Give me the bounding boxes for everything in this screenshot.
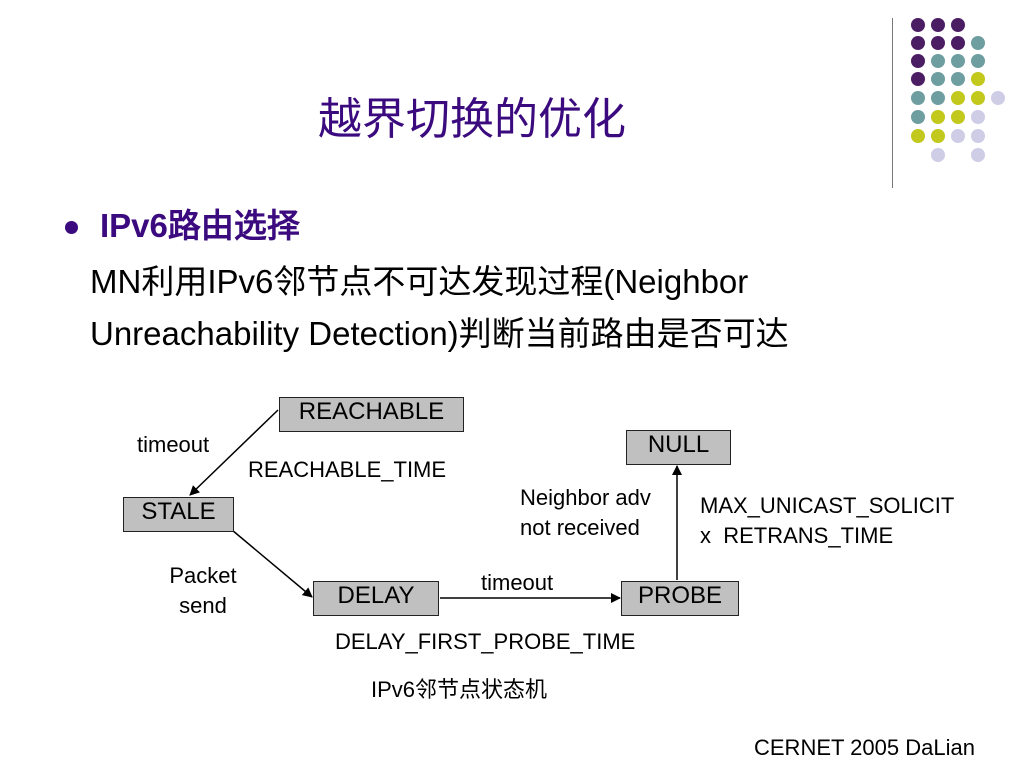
slide-title: 越界切换的优化	[318, 94, 626, 145]
decorative-dot	[931, 129, 945, 143]
decorative-dot	[931, 18, 945, 32]
decorative-dot	[971, 129, 985, 143]
diagram-caption: IPv6邻节点状态机	[371, 677, 548, 702]
state-stale: STALE	[123, 497, 234, 532]
state-null: NULL	[626, 430, 731, 465]
label-not-received: not received	[520, 515, 640, 540]
decorative-dot	[951, 129, 965, 143]
arrow-reachable-to-stale	[189, 409, 279, 496]
label-packet: Packet	[169, 563, 237, 588]
label-timeout-reachable: timeout	[137, 432, 210, 457]
decorative-dot	[971, 72, 985, 86]
decorative-dot	[951, 110, 965, 124]
decorative-dot	[911, 36, 925, 50]
body-line-2: Unreachability Detection)判断当前路由是否可达	[90, 315, 789, 352]
decorative-dot	[971, 54, 985, 68]
arrow-stale-to-delay	[231, 529, 313, 598]
decorative-dot	[911, 72, 925, 86]
decorative-dot	[971, 91, 985, 105]
decorative-dot	[931, 110, 945, 124]
decorative-dot	[931, 36, 945, 50]
footer-text: CERNET 2005 DaLian	[754, 735, 975, 760]
decorative-dot	[951, 36, 965, 50]
label-reachable-time: REACHABLE_TIME	[248, 457, 447, 482]
decorative-dot	[991, 91, 1005, 105]
decorative-dot	[951, 18, 965, 32]
decorative-dot	[911, 91, 925, 105]
label-timeout-delay: timeout	[481, 570, 554, 595]
decorative-dot	[911, 129, 925, 143]
state-probe: PROBE	[621, 581, 739, 616]
decorative-dot	[931, 148, 945, 162]
label-retrans-time: x RETRANS_TIME	[700, 523, 894, 548]
decorative-dot	[971, 36, 985, 50]
decorative-dot	[911, 110, 925, 124]
bullet-heading: IPv6路由选择	[100, 207, 300, 244]
decorative-dot	[931, 91, 945, 105]
state-reachable: REACHABLE	[279, 397, 464, 432]
decorative-dot	[951, 54, 965, 68]
decorative-dot	[931, 54, 945, 68]
decorative-dot	[971, 110, 985, 124]
decorative-dot	[911, 18, 925, 32]
body-line-1: MN利用IPv6邻节点不可达发现过程(Neighbor	[90, 263, 749, 300]
label-send: send	[179, 593, 227, 618]
decorative-dot	[911, 54, 925, 68]
decorative-dot	[951, 91, 965, 105]
label-delay-first-probe-time: DELAY_FIRST_PROBE_TIME	[335, 629, 636, 654]
decorative-dot	[951, 72, 965, 86]
decorative-divider-line	[892, 18, 893, 188]
decorative-dot	[971, 148, 985, 162]
state-delay: DELAY	[313, 581, 439, 616]
label-neighbor-adv: Neighbor adv	[520, 485, 651, 510]
decorative-dot	[931, 72, 945, 86]
bullet-dot-icon	[65, 221, 78, 234]
label-max-unicast-solicit: MAX_UNICAST_SOLICIT	[700, 493, 955, 518]
